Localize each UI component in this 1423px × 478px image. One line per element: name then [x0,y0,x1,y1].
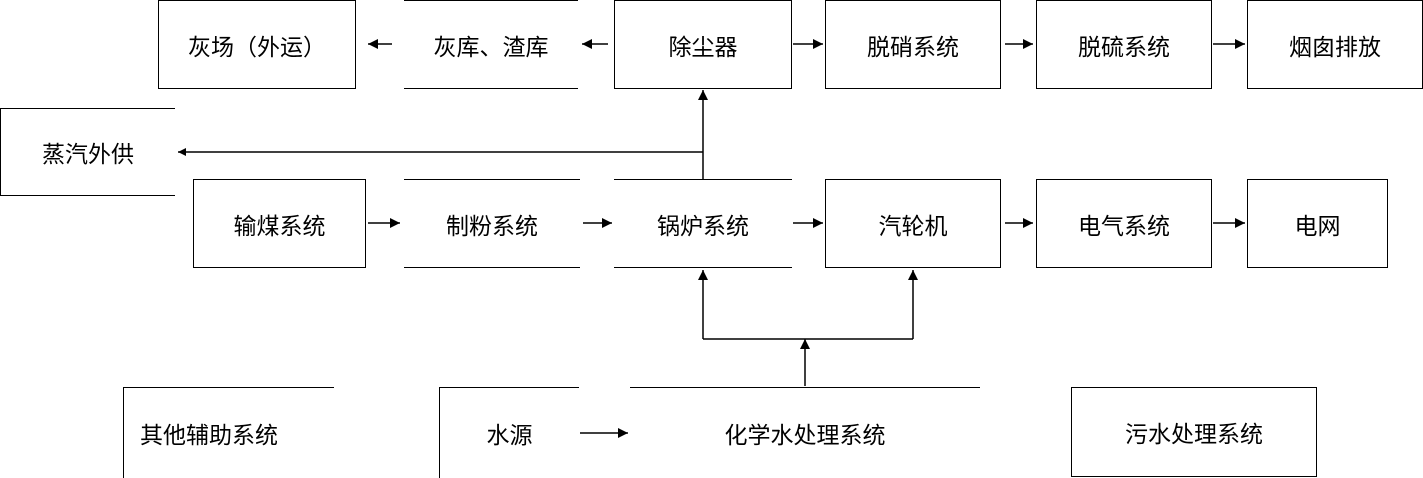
node-turbine: 汽轮机 [825,179,1001,268]
node-other-aux: 其他辅助系统 [123,387,334,478]
node-boiler: 锅炉系统 [614,179,792,268]
node-label: 脱硫系统 [1078,34,1170,61]
node-steam-supply: 蒸汽外供 [0,108,175,196]
node-label: 烟囱排放 [1289,34,1381,61]
node-label: 化学水处理系统 [724,423,886,449]
node-label: 制粉系统 [446,213,538,240]
node-label: 灰场（外运） [188,34,326,61]
node-electrical: 电气系统 [1036,179,1212,268]
node-label: 电网 [1294,213,1341,240]
node-label: 除尘器 [668,34,738,61]
node-chem-water: 化学水处理系统 [630,387,980,478]
node-label: 脱硝系统 [867,34,959,61]
node-label: 灰库、渣库 [433,34,549,61]
node-denitration: 脱硝系统 [825,0,1001,89]
node-label: 其他辅助系统 [140,423,278,449]
node-pulverizing: 制粉系统 [404,179,580,268]
node-chimney: 烟囱排放 [1247,0,1423,89]
node-label: 输煤系统 [233,213,326,240]
node-label: 污水处理系统 [1125,422,1263,448]
node-sewage: 污水处理系统 [1071,387,1317,477]
node-water-source: 水源 [439,387,579,478]
node-coal-conveying: 输煤系统 [193,179,366,268]
node-label: 水源 [486,423,533,449]
node-label: 电气系统 [1078,213,1170,240]
node-ash-slag-store: 灰库、渣库 [404,0,578,89]
node-grid: 电网 [1247,179,1388,268]
node-label: 锅炉系统 [657,213,749,240]
node-label: 汽轮机 [878,213,948,240]
node-label: 蒸汽外供 [42,142,134,168]
node-ash-yard: 灰场（外运） [158,0,356,89]
node-desulfurization: 脱硫系统 [1036,0,1212,89]
node-dust-collector: 除尘器 [614,0,792,89]
